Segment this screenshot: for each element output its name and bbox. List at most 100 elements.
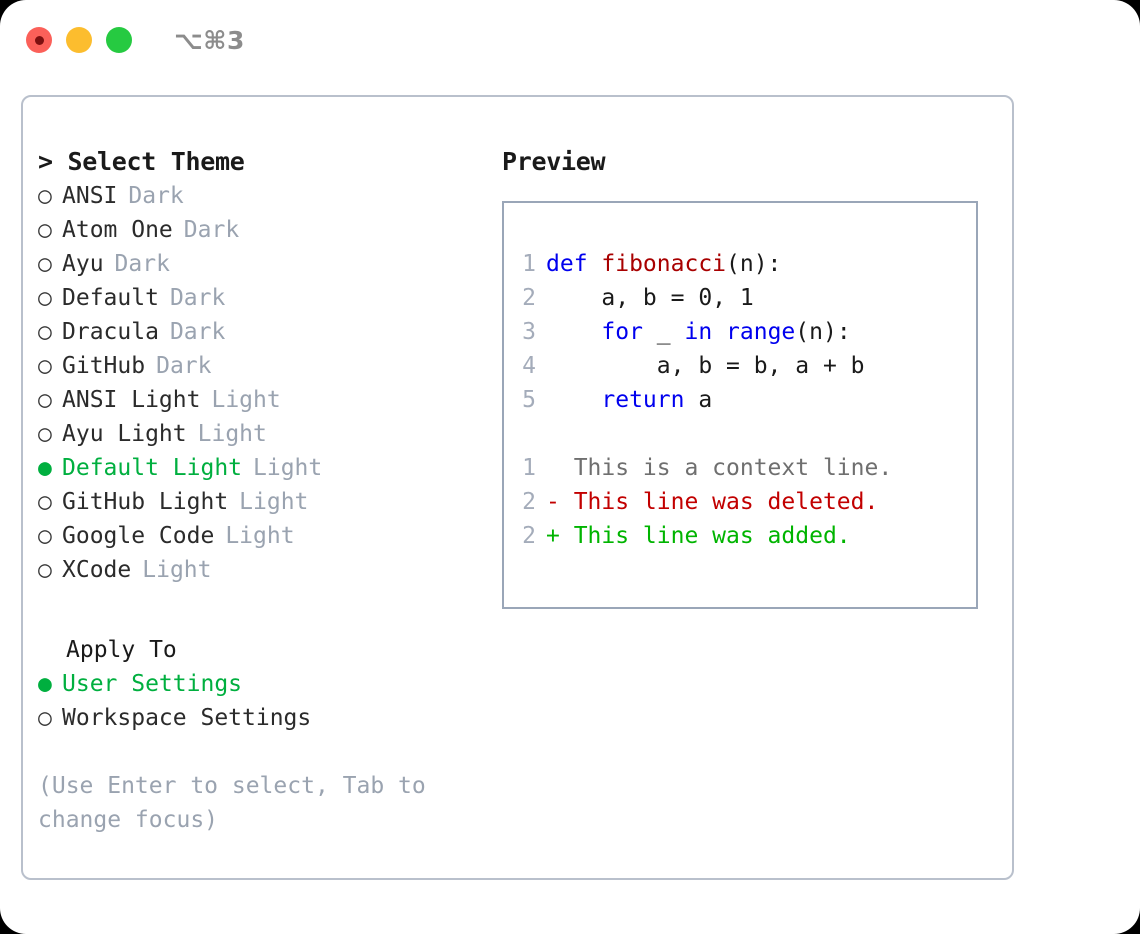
theme-list-item[interactable]: ○ Ayu Light Light <box>38 417 493 451</box>
theme-name-label: Ayu Light <box>62 421 187 447</box>
code-token: in <box>684 319 713 345</box>
radio-selected-icon[interactable]: ● <box>38 455 52 481</box>
diff-line: 2 + This line was added. <box>504 519 976 553</box>
apply-to-label: Workspace Settings <box>62 705 312 731</box>
code-line: 4 a, b = b, a + b <box>504 349 976 383</box>
code-line: 1 def fibonacci(n): <box>504 247 976 281</box>
line-number: 2 <box>522 523 536 549</box>
close-window-icon[interactable] <box>26 27 52 53</box>
apply-to-heading: Apply To <box>66 637 177 663</box>
theme-list-item[interactable]: ○ GitHub Dark <box>38 349 493 383</box>
diff-line-text: + This line was added. <box>546 523 851 549</box>
theme-kind-badge: Dark <box>128 183 184 209</box>
theme-list-item[interactable]: ○ Google Code Light <box>38 519 493 553</box>
minimize-window-icon[interactable] <box>66 27 92 53</box>
radio-unselected-icon[interactable]: ○ <box>38 285 52 311</box>
code-token: _ <box>642 319 685 345</box>
window-titlebar: ⌥⌘3 <box>0 0 1140 80</box>
code-token: a, b = 0, 1 <box>546 285 754 311</box>
keyboard-shortcut-label: ⌥⌘3 <box>174 25 245 55</box>
radio-unselected-icon[interactable]: ○ <box>38 217 52 243</box>
theme-name-label: ANSI Light <box>62 387 201 413</box>
code-line: 3 for _ in range(n): <box>504 315 976 349</box>
theme-name-label: GitHub <box>62 353 146 379</box>
maximize-window-icon[interactable] <box>106 27 132 53</box>
code-token: def <box>546 251 602 277</box>
theme-kind-badge: Dark <box>114 251 170 277</box>
theme-name-label: Atom One <box>62 217 173 243</box>
code-token: return <box>601 387 685 413</box>
code-line-text: def fibonacci(n): <box>546 247 781 281</box>
line-number: 4 <box>522 353 536 379</box>
apply-to-label: User Settings <box>62 671 243 697</box>
apply-to-option-list[interactable]: ● User Settings ○ Workspace Settings <box>38 667 493 735</box>
theme-name-label: ANSI <box>62 183 118 209</box>
preview-spacer <box>504 417 976 451</box>
theme-kind-badge: Light <box>197 421 267 447</box>
theme-kind-badge: Light <box>211 387 281 413</box>
code-line-text: a, b = b, a + b <box>546 349 865 383</box>
radio-unselected-icon[interactable]: ○ <box>38 251 52 277</box>
radio-unselected-icon[interactable]: ○ <box>38 557 52 583</box>
radio-selected-icon[interactable]: ● <box>38 671 52 697</box>
theme-list-item[interactable]: ○ ANSI Light Light <box>38 383 493 417</box>
radio-unselected-icon[interactable]: ○ <box>38 421 52 447</box>
line-number: 3 <box>522 319 536 345</box>
theme-name-label: XCode <box>62 557 132 583</box>
code-line-text: return a <box>546 383 712 417</box>
code-token: a, b = b, a + b <box>546 353 865 379</box>
line-number: 1 <box>522 251 536 277</box>
radio-unselected-icon[interactable]: ○ <box>38 387 52 413</box>
code-token: (n): <box>795 319 851 345</box>
radio-unselected-icon[interactable]: ○ <box>38 353 52 379</box>
radio-unselected-icon[interactable]: ○ <box>38 183 52 209</box>
radio-unselected-icon[interactable]: ○ <box>38 489 52 515</box>
code-token: (n): <box>726 251 782 277</box>
theme-kind-badge: Light <box>253 455 323 481</box>
code-line: 5 return a <box>504 383 976 417</box>
theme-list-item[interactable]: ○ ANSI Dark <box>38 179 493 213</box>
code-line: 2 a, b = 0, 1 <box>504 281 976 315</box>
code-token: a <box>684 387 713 413</box>
code-token: range <box>726 319 796 345</box>
theme-list-item[interactable]: ○ Atom One Dark <box>38 213 493 247</box>
diff-line: 2 - This line was deleted. <box>504 485 976 519</box>
radio-unselected-icon[interactable]: ○ <box>38 705 52 731</box>
theme-name-label: Google Code <box>62 523 215 549</box>
radio-unselected-icon[interactable]: ○ <box>38 523 52 549</box>
diff-line: 1 This is a context line. <box>504 451 976 485</box>
keyboard-hint-text: (Use Enter to select, Tab to change focu… <box>38 773 440 833</box>
theme-kind-badge: Light <box>225 523 295 549</box>
apply-to-option[interactable]: ● User Settings <box>38 667 493 701</box>
theme-kind-badge: Light <box>239 489 309 515</box>
apply-to-option[interactable]: ○ Workspace Settings <box>38 701 493 735</box>
code-token <box>546 319 601 345</box>
line-number: 5 <box>522 387 536 413</box>
theme-name-label: Default <box>62 285 159 311</box>
line-number: 2 <box>522 489 536 515</box>
line-number: 2 <box>522 285 536 311</box>
theme-kind-badge: Dark <box>169 285 226 311</box>
theme-list-item[interactable]: ○ Default Dark <box>38 281 493 315</box>
theme-kind-badge: Dark <box>183 217 240 243</box>
select-theme-heading: > Select Theme <box>38 147 245 176</box>
radio-unselected-icon[interactable]: ○ <box>38 319 52 345</box>
code-token: for <box>601 319 643 345</box>
diff-line-text: - This line was deleted. <box>546 489 879 515</box>
code-line-text: for _ in range(n): <box>546 315 851 349</box>
code-token: fibonacci <box>601 251 727 277</box>
theme-kind-badge: Dark <box>156 353 212 379</box>
apply-to-group: Apply To ● User Settings ○ Workspace Settin… <box>38 633 493 735</box>
